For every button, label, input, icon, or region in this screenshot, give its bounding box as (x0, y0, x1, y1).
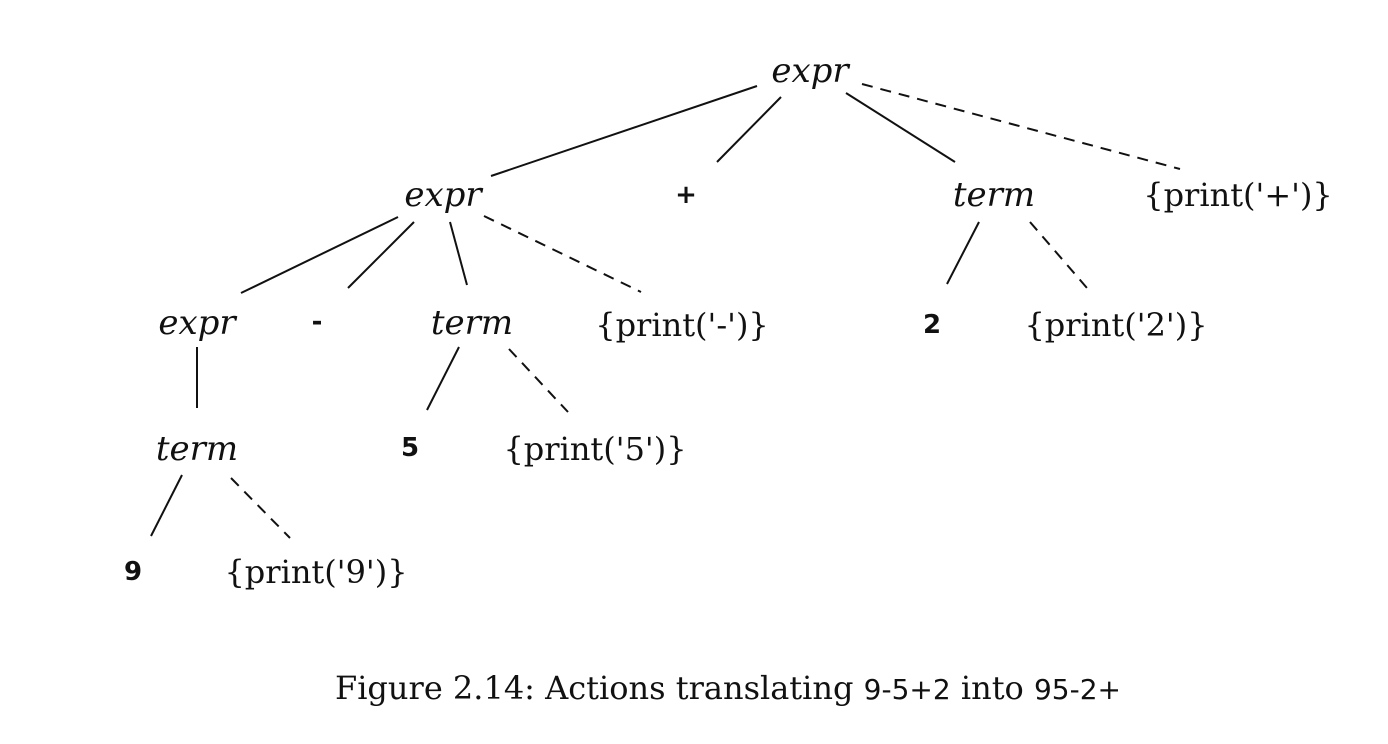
edge-term-m-5 (426, 346, 460, 411)
node-action-5: {print('5')} (503, 430, 686, 468)
edge-root-term (845, 92, 956, 163)
edge-expr1-minus (347, 221, 415, 289)
tree-edges (150, 83, 1181, 539)
caption-prefix: Figure 2.14: Actions translating (335, 669, 864, 707)
edge-term-m-action-5 (508, 348, 569, 413)
edge-root-action-plus (861, 83, 1181, 170)
node-plus-token: + (675, 180, 697, 210)
node-root-expr: expr (771, 51, 850, 91)
edge-expr1-term (449, 221, 468, 286)
node-action-9: {print('9')} (224, 553, 407, 591)
caption-output-expression: 95-2+ (1034, 673, 1121, 706)
node-action-plus: {print('+')} (1143, 176, 1333, 214)
node-digit-9: 9 (124, 557, 142, 587)
node-expr-level1: expr (404, 175, 483, 215)
caption-middle: into (951, 669, 1034, 707)
edge-root-plus (716, 96, 782, 163)
node-digit-5: 5 (401, 433, 419, 463)
node-minus-token: - (312, 307, 323, 337)
node-action-2: {print('2')} (1024, 306, 1207, 344)
edge-term-l-9 (150, 474, 183, 537)
edge-root-expr (490, 85, 758, 177)
edge-expr1-action-minus (483, 215, 642, 293)
figure-caption: Figure 2.14: Actions translating 9-5+2 i… (335, 669, 1121, 707)
edge-term-r-2 (946, 221, 980, 285)
node-term-right: term (953, 175, 1035, 215)
node-term-left: term (156, 429, 238, 469)
node-action-minus: {print('-')} (595, 306, 769, 344)
edge-expr1-expr2 (240, 216, 399, 294)
node-expr-level2: expr (158, 303, 237, 343)
node-digit-2: 2 (923, 310, 941, 340)
edge-term-l-action-9 (230, 477, 291, 539)
node-term-middle: term (431, 303, 513, 343)
caption-input-expression: 9-5+2 (864, 673, 951, 706)
edge-term-r-action-2 (1029, 221, 1088, 289)
